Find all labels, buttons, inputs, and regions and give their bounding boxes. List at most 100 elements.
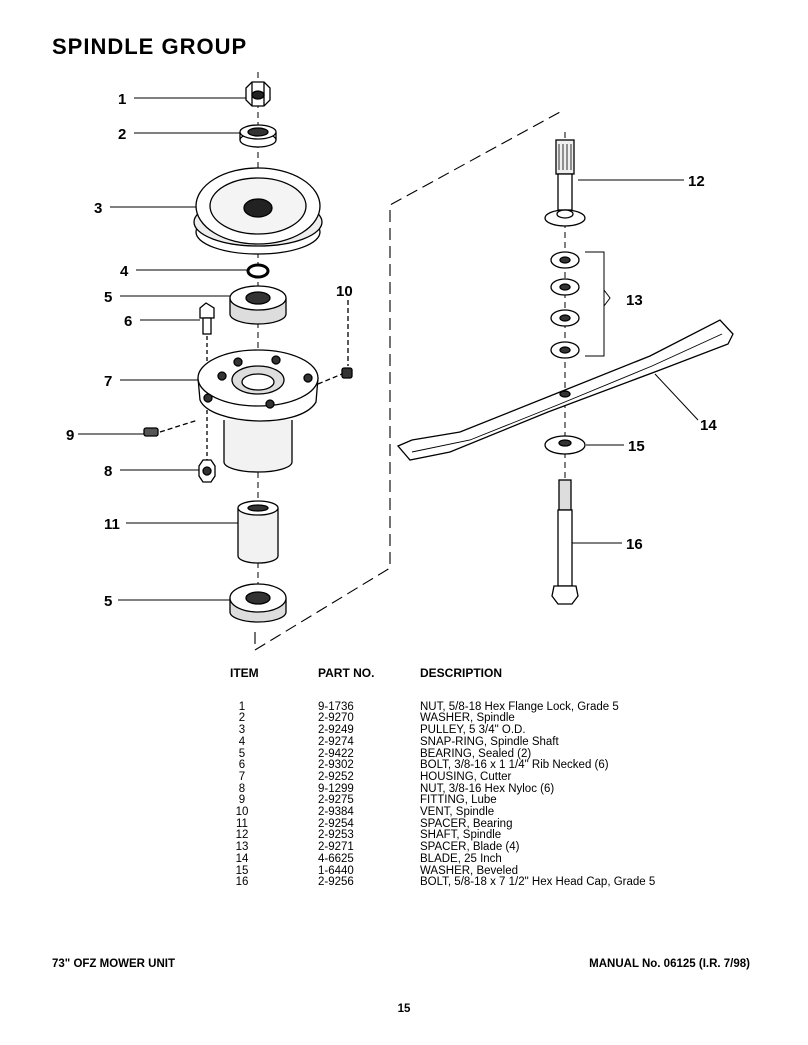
row-item-number: 11 — [236, 817, 248, 830]
table-row: 13 2-9271 SPACER, Blade (4) — [230, 841, 790, 854]
parts-table-header: ITEM PART NO. DESCRIPTION — [230, 666, 790, 680]
row-description: NUT, 5/8-18 Hex Flange Lock, Grade 5 — [420, 700, 619, 713]
table-row: 1 9-1736 NUT, 5/8-18 Hex Flange Lock, Grad… — [230, 700, 790, 714]
row-part-number: 1-6440 — [318, 864, 354, 877]
table-row: 7 2-9252 HOUSING, Cutter — [230, 770, 790, 784]
row-part-number: 2-9270 — [318, 712, 354, 725]
callout-item-8: 8 — [104, 463, 112, 480]
row-item-number: 13 — [235, 841, 249, 854]
row-item-number: 14 — [235, 852, 249, 865]
callout-item-6: 6 — [124, 313, 132, 330]
row-part-number: 2-9422 — [318, 747, 354, 760]
callout-item-15: 15 — [628, 438, 645, 455]
page-number: 15 — [397, 1003, 411, 1015]
header-part-no: PART NO. — [318, 666, 375, 680]
row-description: BEARING, Sealed (2) — [420, 747, 532, 760]
row-description: BOLT, 5/8-18 x 7 1/2" Hex Head Cap, Grad… — [420, 876, 656, 889]
bearing-top-part — [229, 285, 287, 325]
bearing-bottom-part — [229, 583, 287, 623]
row-description: SHAFT, Spindle — [420, 829, 502, 842]
row-part-number: 2-9249 — [318, 724, 354, 737]
snap-ring-part — [246, 263, 270, 279]
parts-table: ITEM PART NO. DESCRIPTION 1 9-1736 NUT, 5/… — [230, 666, 790, 889]
page-title: SPINDLE GROUP — [52, 34, 248, 59]
beveled-washer-part — [544, 435, 586, 455]
row-part-number: 4-6625 — [318, 852, 354, 865]
row-part-number: 2-9256 — [318, 876, 354, 889]
row-item-number: 15 — [235, 864, 249, 877]
row-item-number: 5 — [238, 747, 246, 760]
row-part-number: 2-9253 — [318, 829, 354, 842]
row-part-number: 9-1736 — [318, 700, 354, 713]
nyloc-nut-part — [198, 410, 216, 483]
table-row: 2 2-9270 WASHER, Spindle — [230, 713, 790, 725]
leader-lines — [78, 97, 699, 601]
row-part-number: 2-9302 — [318, 759, 354, 772]
row-description: BLADE, 25 Inch — [420, 852, 502, 865]
row-description: WASHER, Spindle — [420, 712, 515, 725]
row-part-number: 9-1299 — [318, 782, 354, 795]
row-part-number: 2-9275 — [318, 794, 354, 807]
row-description: FITTING, Lube — [420, 794, 497, 807]
callout-item-4: 4 — [120, 263, 129, 280]
parts-table-body: 1 9-1736 NUT, 5/8-18 Hex Flange Lock, Grad… — [230, 700, 790, 889]
row-item-number: 6 — [238, 759, 246, 772]
callout-item-2: 2 — [118, 126, 126, 143]
row-part-number: 2-9274 — [318, 735, 354, 748]
row-item-number: 9 — [238, 794, 246, 807]
row-description: SNAP-RING, Spindle Shaft — [420, 735, 559, 748]
row-item-number: 16 — [235, 876, 249, 889]
spindle-shaft-part — [544, 139, 586, 227]
spindle-washer-part — [239, 124, 277, 148]
row-part-number: 2-9252 — [318, 770, 354, 783]
callout-item-10: 10 — [336, 283, 353, 300]
header-description: DESCRIPTION — [420, 666, 503, 680]
table-row: 16 2-9256 BOLT, 5/8-18 x 7 1/2" Hex Head C… — [230, 877, 790, 889]
bearing-spacer-part — [237, 500, 279, 564]
row-item-number: 7 — [238, 770, 246, 783]
callout-item-5-top: 5 — [104, 289, 112, 306]
table-row: 6 2-9302 BOLT, 3/8-16 x 1 1/4" Rib Necked … — [230, 760, 790, 772]
callout-item-16: 16 — [626, 536, 643, 553]
callout-item-11: 11 — [104, 516, 120, 533]
row-description: PULLEY, 5 3/4" O.D. — [420, 724, 526, 737]
callout-item-9: 9 — [66, 427, 74, 444]
table-row: 4 2-9274 SNAP-RING, Spindle Shaft — [230, 735, 790, 749]
table-row: 10 2-9384 VENT, Spindle — [230, 806, 790, 819]
table-row: 9 2-9275 FITTING, Lube — [230, 795, 790, 807]
row-item-number: 4 — [238, 735, 246, 748]
cutter-housing-part — [197, 349, 319, 473]
hex-head-bolt-part — [551, 479, 579, 605]
vent-part — [317, 300, 353, 385]
row-item-number: 8 — [238, 782, 246, 795]
row-description: BOLT, 3/8-16 x 1 1/4" Rib Necked (6) — [420, 759, 609, 772]
row-description: SPACER, Blade (4) — [420, 841, 520, 854]
table-row: 14 4-6625 BLADE, 25 Inch — [230, 852, 790, 866]
row-item-number: 10 — [235, 806, 249, 819]
row-part-number: 2-9384 — [318, 806, 354, 819]
callout-item-12: 12 — [688, 173, 705, 190]
table-row: 5 2-9422 BEARING, Sealed (2) — [230, 747, 790, 761]
footer-unit-name: 73" OFZ MOWER UNIT — [52, 958, 176, 970]
footer-manual-number: MANUAL No. 06125 (I.R. 7/98) — [589, 958, 750, 970]
header-item: ITEM — [230, 666, 259, 680]
exploded-parts-diagram: 1 2 3 4 5 6 7 9 8 10 11 5 12 13 14 15 16 — [66, 72, 734, 651]
table-row: 15 1-6440 WASHER, Beveled — [230, 864, 790, 878]
blade-part — [396, 319, 734, 461]
row-item-number: 1 — [238, 700, 246, 713]
row-item-number: 2 — [238, 712, 246, 725]
row-part-number: 2-9271 — [318, 841, 354, 854]
row-description: HOUSING, Cutter — [420, 770, 512, 783]
rib-necked-bolt-part — [199, 302, 215, 362]
row-part-number: 2-9254 — [318, 817, 354, 830]
pulley-part — [193, 167, 323, 255]
lube-fitting-part — [143, 419, 199, 437]
callout-item-7: 7 — [104, 373, 112, 390]
table-row: 8 9-1299 NUT, 3/8-16 Hex Nyloc (6) — [230, 782, 790, 796]
row-description: WASHER, Beveled — [420, 864, 518, 877]
row-description: VENT, Spindle — [420, 806, 495, 819]
callout-item-3: 3 — [94, 200, 102, 217]
row-description: NUT, 3/8-16 Hex Nyloc (6) — [420, 782, 555, 795]
